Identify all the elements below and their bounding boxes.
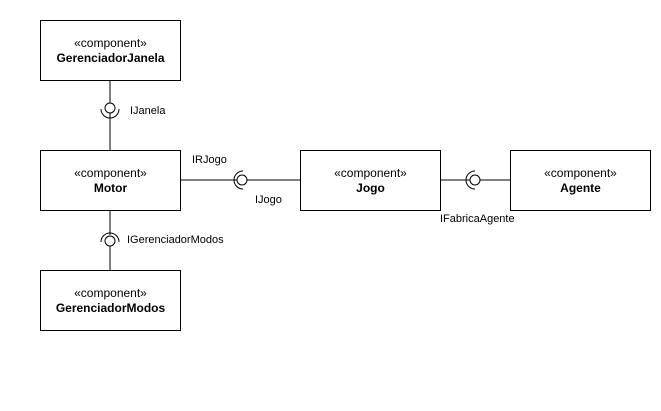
component-name: Agente: [560, 180, 601, 195]
igerenciadormodos-lollipop: [104, 235, 116, 247]
component-stereotype: «component»: [544, 165, 617, 180]
component-motor[interactable]: «component» Motor: [40, 150, 181, 211]
component-name: Motor: [93, 180, 128, 195]
igerenciadormodos-socket: [100, 232, 120, 243]
component-jogo[interactable]: «component» Jogo: [300, 150, 441, 211]
component-gerenciador-janela[interactable]: «component» GerenciadorJanela: [40, 20, 181, 81]
component-agente[interactable]: «component» Agente: [510, 150, 651, 211]
ifabricaagente-socket: [465, 170, 476, 190]
component-stereotype: «component»: [74, 35, 147, 50]
component-name: GerenciadorJanela: [56, 50, 165, 65]
interface-label-ijanela: IJanela: [130, 105, 166, 117]
interface-label-irjogo: IRJogo: [192, 154, 227, 166]
component-stereotype: «component»: [334, 165, 407, 180]
component-gerenciador-modos[interactable]: «component» GerenciadorModos: [40, 270, 181, 331]
interface-label-ifabricaagente: IFabricaAgente: [440, 213, 515, 225]
ifabricaagente-lollipop: [469, 174, 481, 186]
ijogo-lollipop: [236, 174, 248, 186]
interface-label-ijogo: IJogo: [255, 194, 282, 206]
component-name: GerenciadorModos: [55, 300, 166, 315]
irjogo-socket: [233, 170, 244, 190]
component-name: Jogo: [356, 180, 385, 195]
interface-label-igerenciadormodos: IGerenciadorModos: [127, 234, 224, 246]
ijanela-lollipop: [104, 102, 116, 114]
component-stereotype: «component»: [74, 285, 147, 300]
component-stereotype: «component»: [74, 165, 147, 180]
